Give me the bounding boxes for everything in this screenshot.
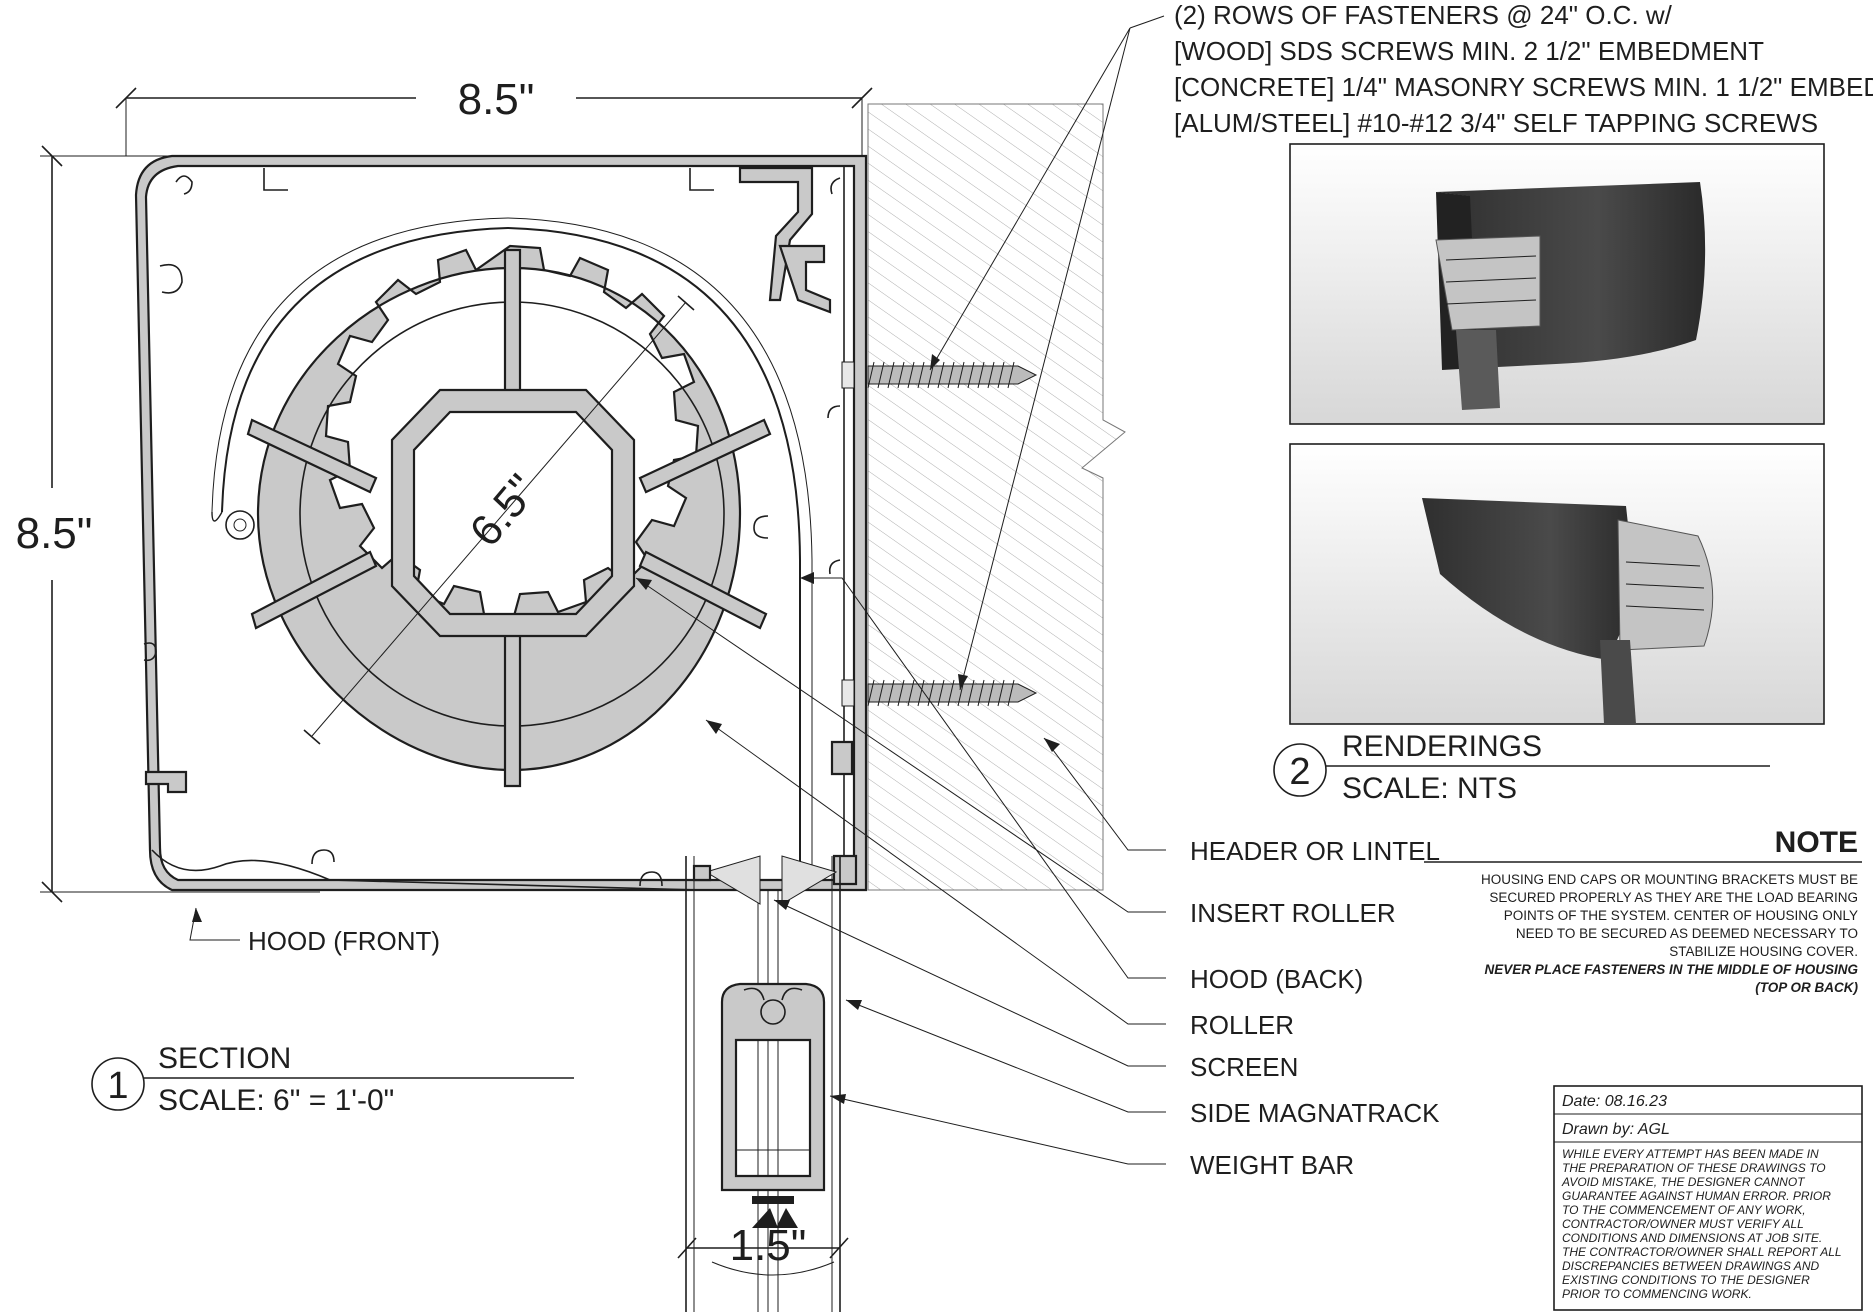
track-width-dimension: 1.5": [677, 1221, 849, 1276]
label-insert-roller: INSERT ROLLER: [1190, 898, 1396, 928]
height-dimension: 8.5": [16, 145, 320, 903]
fastener-lower: [841, 679, 1038, 707]
titleblock-date: Date: 08.16.23: [1562, 1093, 1667, 1110]
disclaimer-line-1: WHILE EVERY ATTEMPT HAS BEEN MADE IN: [1562, 1147, 1819, 1161]
hood-back-curve: [211, 217, 813, 870]
header-lintel-wall: [867, 103, 1126, 891]
renderings-name: RENDERINGS: [1342, 730, 1542, 763]
disclaimer-line-5: TO THE COMMENCEMENT OF ANY WORK,: [1562, 1203, 1806, 1217]
note-warning-2: (TOP OR BACK): [1755, 980, 1858, 995]
roller: [246, 244, 772, 788]
fastener-note: (2) ROWS OF FASTENERS @ 24" O.C. w/ [WOO…: [929, 0, 1873, 691]
note-line-1: HOUSING END CAPS OR MOUNTING BRACKETS MU…: [1481, 872, 1858, 887]
note-line-2: SECURED PROPERLY AS THEY ARE THE LOAD BE…: [1489, 890, 1858, 905]
label-weight-bar: WEIGHT BAR: [1190, 1150, 1354, 1180]
disclaimer-line-11: PRIOR TO COMMENCING WORK.: [1562, 1287, 1752, 1301]
renderings-scale: SCALE: NTS: [1342, 772, 1517, 805]
disclaimer-line-4: GUARANTEE AGAINST HUMAN ERROR. PRIOR: [1562, 1189, 1831, 1203]
label-screen: SCREEN: [1190, 1052, 1298, 1082]
callout-labels: HOOD (FRONT) HEADER OR LINTEL INSERT ROL…: [248, 836, 1440, 1180]
disclaimer-line-6: CONTRACTOR/OWNER MUST VERIFY ALL: [1562, 1217, 1804, 1231]
width-dimension-text: 8.5": [458, 75, 535, 124]
track-width-text: 1.5": [730, 1221, 807, 1270]
disclaimer-line-7: CONDITIONS AND DIMENSIONS AT JOB SITE.: [1562, 1231, 1822, 1245]
insert-roller-pair: [692, 855, 838, 905]
title-block: Date: 08.16.23 Drawn by: AGL WHILE EVERY…: [1553, 1085, 1863, 1311]
label-roller: ROLLER: [1190, 1010, 1294, 1040]
rendering-1: [1289, 143, 1825, 425]
note-line-4: NEED TO BE SECURED AS DEEMED NECESSARY T…: [1516, 926, 1858, 941]
label-side-track: SIDE MAGNATRACK: [1190, 1098, 1440, 1128]
section-name: SECTION: [158, 1042, 291, 1075]
height-dimension-text: 8.5": [16, 509, 93, 558]
note-block: NOTE HOUSING END CAPS OR MOUNTING BRACKE…: [1424, 826, 1862, 995]
label-hood-front: HOOD (FRONT): [248, 926, 440, 956]
label-hood-back: HOOD (BACK): [1190, 964, 1363, 994]
disclaimer-line-2: THE PREPARATION OF THESE DRAWINGS TO: [1562, 1161, 1826, 1175]
renderings-number: 2: [1289, 751, 1310, 793]
section-title-block: 1 SECTION SCALE: 6" = 1'-0": [91, 1042, 574, 1117]
disclaimer-line-10: EXISTING CONDITIONS TO THE DESIGNER: [1562, 1273, 1810, 1287]
note-line-3: POINTS OF THE SYSTEM. CENTER OF HOUSING …: [1504, 908, 1858, 923]
disclaimer-line-9: DISCREPANCIES BETWEEN DRAWINGS AND: [1562, 1259, 1819, 1273]
housing-profile: [134, 154, 868, 892]
fastener-note-line-4: [ALUM/STEEL] #10-#12 3/4" SELF TAPPING S…: [1174, 108, 1818, 138]
leader-lines: [189, 572, 1166, 1165]
fastener-note-line-3: [CONCRETE] 1/4" MASONRY SCREWS MIN. 1 1/…: [1174, 72, 1873, 102]
section-number: 1: [107, 1065, 128, 1107]
label-header: HEADER OR LINTEL: [1190, 836, 1440, 866]
disclaimer-line-8: THE CONTRACTOR/OWNER SHALL REPORT ALL: [1562, 1245, 1842, 1259]
fastener-note-line-2: [WOOD] SDS SCREWS MIN. 2 1/2" EMBEDMENT: [1174, 36, 1764, 66]
width-dimension: 8.5": [115, 75, 873, 156]
fastener-note-line-1: (2) ROWS OF FASTENERS @ 24" O.C. w/: [1174, 0, 1673, 30]
note-heading: NOTE: [1775, 826, 1858, 859]
weight-bar: [720, 982, 826, 1228]
rendering-2: [1289, 443, 1825, 725]
renderings-title-block: 2 RENDERINGS SCALE: NTS: [1273, 730, 1770, 805]
section-scale: SCALE: 6" = 1'-0": [158, 1084, 394, 1117]
fastener-upper: [841, 361, 1038, 389]
titleblock-drawn-by: Drawn by: AGL: [1562, 1121, 1670, 1138]
note-warning-1: NEVER PLACE FASTENERS IN THE MIDDLE OF H…: [1484, 962, 1858, 977]
disclaimer-line-3: AVOID MISTAKE, THE DESIGNER CANNOT: [1561, 1175, 1806, 1189]
note-line-5: STABILIZE HOUSING COVER.: [1669, 944, 1858, 959]
roller-diameter-text: 6.5": [460, 466, 547, 556]
